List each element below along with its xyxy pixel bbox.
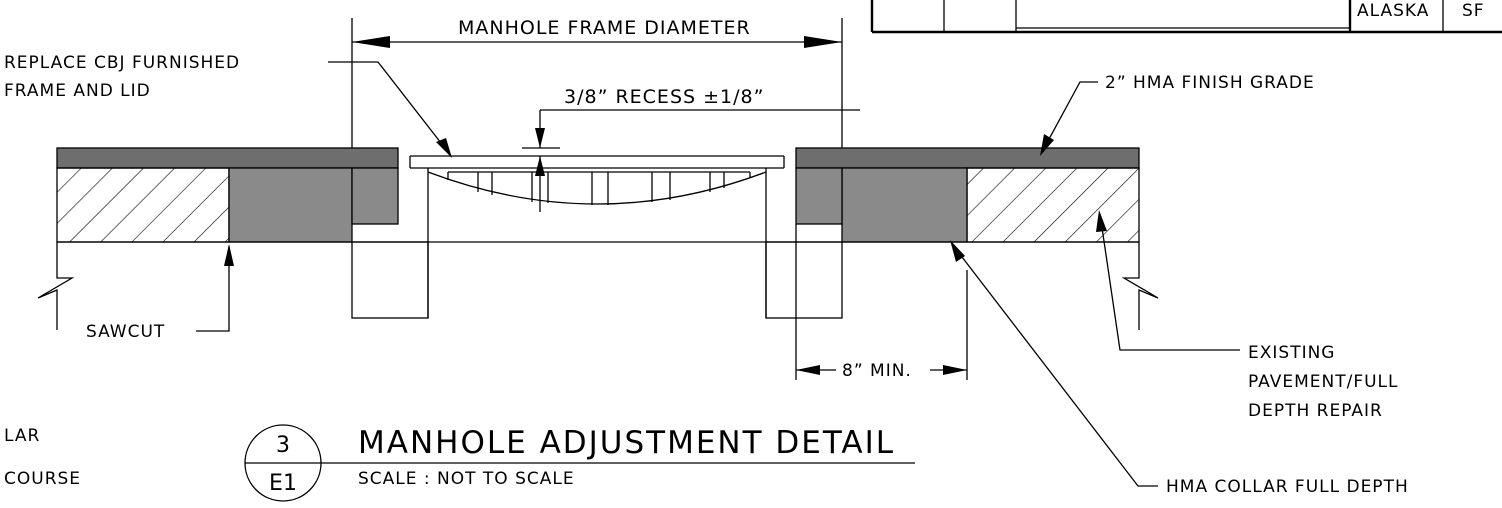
detail-title: 3 E1 MANHOLE ADJUSTMENT DETAIL SCALE : N…: [244, 424, 915, 502]
title-block-sheet: SF: [1462, 1, 1485, 21]
min-8-label: 8” MIN.: [842, 361, 912, 381]
detail-number: 3: [276, 433, 290, 458]
replace-frame-label-line2: FRAME AND LID: [4, 81, 151, 101]
sawcut-label: SAWCUT: [86, 322, 165, 342]
pavement-section: [37, 147, 1159, 330]
legend-line-2: COURSE: [4, 469, 81, 489]
existing-label-line2: PAVEMENT/FULL: [1248, 372, 1398, 392]
legend-partial: LAR COURSE: [4, 426, 81, 489]
recess-dimension: 3/8” RECESS ±1/8”: [522, 86, 860, 212]
detail-scale: SCALE : NOT TO SCALE: [358, 469, 575, 489]
detail-sheet: E1: [269, 471, 297, 496]
existing-label-line1: EXISTING: [1248, 343, 1335, 363]
detail-title-text: MANHOLE ADJUSTMENT DETAIL: [358, 425, 895, 461]
recess-label: 3/8” RECESS ±1/8”: [564, 86, 764, 108]
title-block-state: ALASKA: [1357, 1, 1429, 21]
legend-line-1: LAR: [4, 426, 40, 446]
callouts: REPLACE CBJ FURNISHED FRAME AND LID 2” H…: [4, 53, 1409, 497]
frame-diameter-label: MANHOLE FRAME DIAMETER: [458, 17, 751, 39]
existing-label-line3: DEPTH REPAIR: [1248, 401, 1383, 421]
title-block: ALASKA SF: [870, 0, 1502, 34]
hma-finish-grade-label: 2” HMA FINISH GRADE: [1105, 73, 1315, 93]
hma-collar-label: HMA COLLAR FULL DEPTH: [1166, 477, 1409, 497]
frame-diameter-dimension: MANHOLE FRAME DIAMETER: [351, 17, 843, 160]
manhole-frame-and-lid: [351, 155, 843, 319]
replace-frame-label-line1: REPLACE CBJ FURNISHED: [4, 53, 240, 73]
